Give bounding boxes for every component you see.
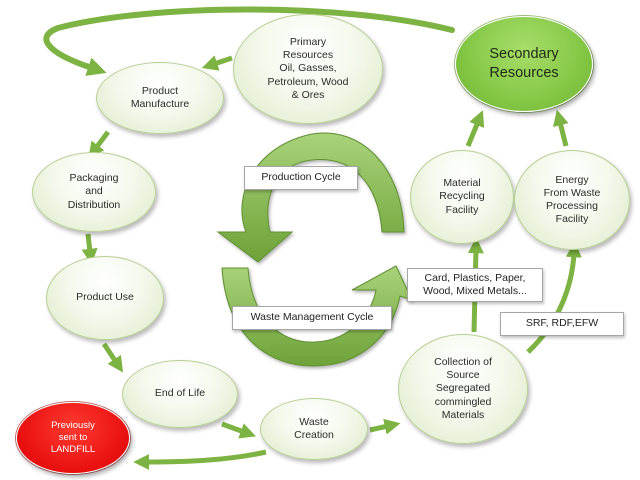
return-arrow <box>43 6 455 76</box>
collection-node: Collection of Source Segregated commingl… <box>398 334 528 444</box>
packaging-distribution-node: Packaging and Distribution <box>32 152 156 232</box>
end-of-life-node: End of Life <box>122 360 238 428</box>
previously-landfill-node: Previously sent to LANDFILL <box>16 402 130 474</box>
arrow-recycling-to-secondary <box>465 110 485 147</box>
arrow-primary-to-manufacture <box>201 55 233 71</box>
arrow-endoflife-to-waste <box>221 421 257 439</box>
product-manufacture-node: Product Manufacture <box>96 62 224 134</box>
energy-from-waste-node: Energy From Waste Processing Facility <box>514 150 630 250</box>
materials-label: Card, Plastics, Paper, Wood, Mixed Metal… <box>407 268 543 302</box>
production-cycle-arrow <box>216 132 405 263</box>
product-use-node: Product Use <box>46 256 164 340</box>
fuels-label: SRF, RDF,EFW <box>500 312 624 336</box>
waste-creation-node: Waste Creation <box>260 398 368 460</box>
arrow-waste-to-collection <box>369 418 401 435</box>
material-recycling-node: Material Recycling Facility <box>410 150 514 244</box>
production-cycle-label: Production Cycle <box>244 166 358 190</box>
secondary-resources-node: Secondary Resources <box>455 16 593 112</box>
arrow-use-to-endoflife <box>101 342 124 373</box>
arrow-collection-to-energy <box>526 241 582 354</box>
waste-management-cycle-label: Waste Management Cycle <box>232 306 392 330</box>
arrow-packaging-to-use <box>81 233 98 265</box>
arrow-waste-to-landfill <box>133 449 267 470</box>
primary-resources-node: Primary Resources Oil, Gasses, Petroleum… <box>233 14 383 124</box>
arrow-energy-to-secondary <box>553 109 569 147</box>
arrow-manufacture-to-packaging <box>88 130 110 159</box>
